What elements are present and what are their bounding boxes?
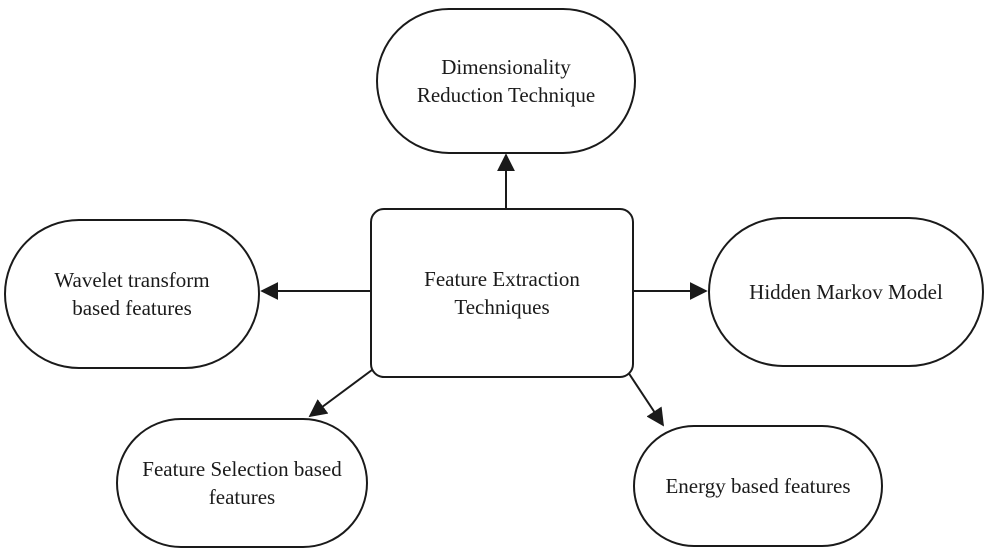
edge-to-feature-selection xyxy=(308,366,377,418)
feature-extraction-center-node: Feature Extraction Techniques xyxy=(370,208,634,378)
hidden-markov-model-label: Hidden Markov Model xyxy=(749,279,943,304)
feature-selection-node: Feature Selection based features xyxy=(116,418,368,548)
energy-features-label: Energy based features xyxy=(665,473,851,498)
hidden-markov-model-node: Hidden Markov Model xyxy=(708,217,984,367)
dimensionality-reduction-node: Dimensionality Reduction Technique xyxy=(376,8,636,154)
edge-to-energy xyxy=(623,365,664,427)
wavelet-transform-label: Wavelet transform based features xyxy=(54,267,210,320)
energy-features-node: Energy based features xyxy=(633,425,883,547)
feature-extraction-label: Feature Extraction Techniques xyxy=(424,266,580,319)
dimensionality-reduction-label: Dimensionality Reduction Technique xyxy=(416,54,596,107)
feature-selection-label: Feature Selection based features xyxy=(142,456,342,509)
wavelet-transform-node: Wavelet transform based features xyxy=(4,219,260,369)
